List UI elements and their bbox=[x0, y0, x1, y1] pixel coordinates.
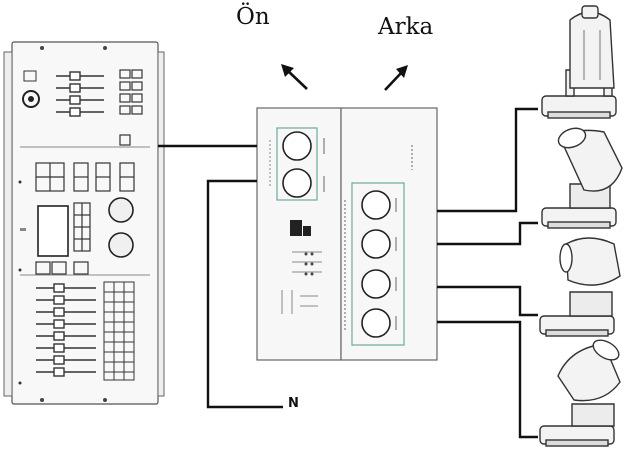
moving-head-light-icon bbox=[540, 238, 620, 336]
moving-head-light-icon bbox=[540, 336, 622, 446]
front-label: Ön bbox=[236, 4, 270, 30]
ground-label: N bbox=[288, 396, 299, 411]
moving-head-light-icon bbox=[542, 6, 616, 118]
dmx-controller-icon bbox=[4, 42, 164, 404]
back-label: Arka bbox=[378, 14, 433, 40]
moving-head-light-icon bbox=[542, 125, 622, 228]
front-arrow-icon bbox=[281, 64, 307, 89]
back-arrow-icon bbox=[385, 65, 408, 90]
dmx-splitter-icon bbox=[257, 108, 437, 360]
